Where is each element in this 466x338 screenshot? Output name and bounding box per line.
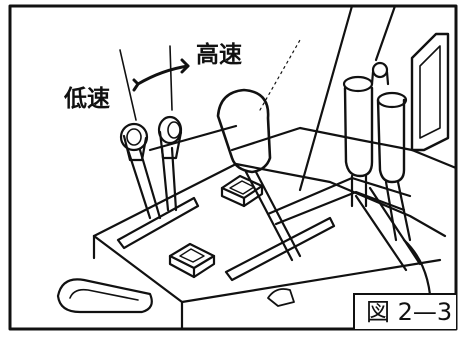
square-button-front [168,242,216,279]
floor-pedal [56,278,153,314]
figure-caption: 図 2—3 [366,298,453,326]
speed-range-arrow [132,58,190,92]
speed-guide-line [119,49,137,121]
console-upper [230,126,458,170]
cab-line [374,4,397,62]
console-right-front [180,258,442,304]
lever-slot-far [354,186,422,272]
console-front [92,234,184,331]
lever-slot-left [116,196,200,250]
linkage-part [267,288,295,307]
main-lever [216,88,302,262]
instrument-panel-inner [419,45,441,139]
floor-pedal-inner [69,288,139,301]
lever-slot-center [224,216,336,282]
speed-lever-high [157,115,183,212]
cab-line [259,39,301,111]
speed-guide-line [169,45,173,111]
speed-lever-low [119,122,162,220]
lever-slot-right2 [274,190,406,226]
console-top [92,162,447,238]
caption-box [353,293,456,329]
low-speed-label: 低速 [64,86,110,112]
high-speed-label: 高速 [196,42,242,68]
cab-line [298,4,354,192]
right-lever-2 [370,61,412,242]
